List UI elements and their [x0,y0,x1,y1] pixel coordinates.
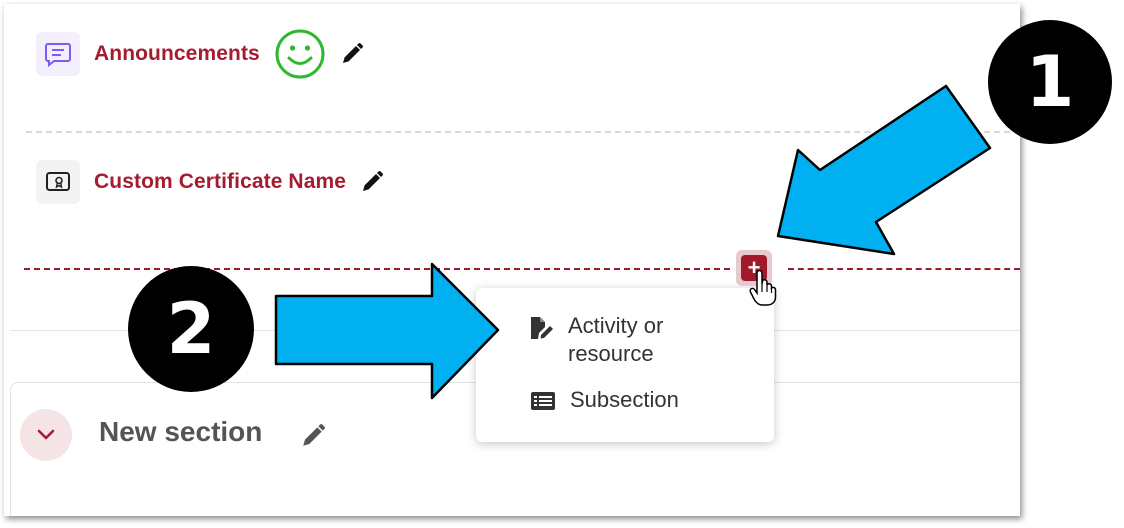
announcements-link[interactable]: Announcements [94,42,260,65]
section-collapse-button[interactable] [20,409,72,461]
activity-row-announcements: Announcements [36,28,364,80]
menu-item-subsection[interactable]: Subsection [530,386,679,414]
arrow-to-menu [274,262,500,400]
menu-item-activity-line1: Activity or [568,313,664,338]
edit-certificate-pencil-icon[interactable] [360,170,384,194]
activity-separator [26,131,1020,133]
insertion-line-left [24,268,730,270]
add-content-dropdown: Activity or resource Subsect [476,288,774,442]
edit-section-pencil-icon[interactable] [300,423,326,454]
activity-row-certificate: Custom Certificate Name [36,160,384,204]
forum-icon [36,32,80,76]
certificate-link[interactable]: Custom Certificate Name [94,170,347,193]
section-title[interactable]: New section [99,416,263,447]
list-icon [530,386,558,413]
menu-item-activity-line2: resource [568,341,654,366]
arrow-to-add-button [776,84,992,256]
course-page-screenshot: Announcements [4,4,1020,516]
menu-item-activity-or-resource[interactable]: Activity or resource [528,312,663,368]
menu-item-subsection-label: Subsection [570,387,679,412]
chevron-down-icon [37,429,55,441]
callout-badge-1: 1 [988,20,1112,144]
add-content-button[interactable]: + [736,250,772,286]
certificate-icon [36,160,80,204]
hand-cursor-icon [749,269,777,311]
smiley-icon [274,28,326,80]
insertion-line-right [788,268,1020,270]
callout-badge-2: 2 [128,266,254,392]
edit-announcements-pencil-icon[interactable] [340,42,364,66]
file-pen-icon [528,312,556,341]
